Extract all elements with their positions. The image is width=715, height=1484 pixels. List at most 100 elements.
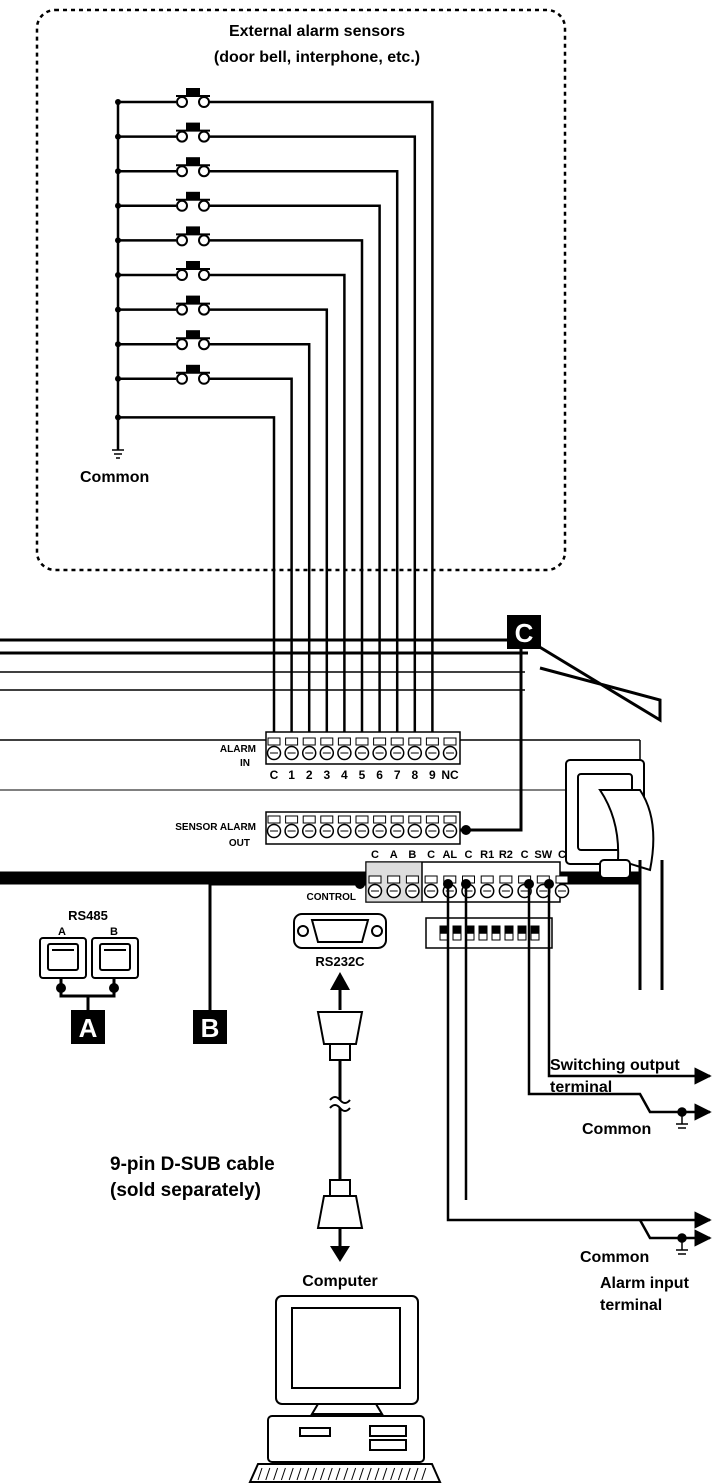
sensors-common-label: Common: [80, 469, 149, 486]
alarm-in-terminal-screw: [319, 737, 335, 761]
control-terminal-screw: [554, 875, 570, 899]
sensor-switch-icon: [115, 295, 210, 316]
rs232c-up-arrow: [330, 972, 350, 990]
sensor-alarm-out-label-line1: SENSOR ALARM: [175, 822, 256, 833]
control-terminal-block: [365, 861, 570, 903]
computer-label: Computer: [302, 1273, 378, 1290]
alarm-in-label-line1: ALARM: [220, 744, 256, 755]
sensor-out-terminal-screw: [337, 815, 352, 839]
sensor-alarm-out-terminal-block: [265, 811, 461, 845]
marker-c: [507, 615, 541, 649]
alarm-in-terminal-screw: [442, 737, 458, 761]
sensor-out-terminal-screw: [425, 815, 440, 839]
control-terminal-label: C: [371, 849, 379, 861]
alarm-in-terminal-label: 9: [429, 768, 436, 782]
switching-output-label-line1: Switching output: [550, 1057, 680, 1074]
control-terminal-screw: [423, 875, 439, 899]
alarm-in-terminal-label: 7: [394, 768, 401, 782]
rs485-port-b-label: B: [110, 926, 118, 938]
marker-c-label: C: [515, 618, 534, 648]
alarm-in-terminal-screw: [301, 737, 317, 761]
control-terminal-label: C: [558, 849, 566, 861]
sensor-out-terminal-screw: [354, 815, 370, 839]
control-terminal-screw: [367, 875, 383, 899]
sensor-out-terminal-screw: [284, 815, 299, 839]
d-sub-cable-icon: [316, 990, 364, 1246]
power-plug-icon: [565, 759, 664, 990]
sensor-wire: [209, 100, 434, 740]
control-terminal-label: C: [465, 849, 473, 861]
alarm-input-label-line2: terminal: [600, 1297, 662, 1314]
control-terminal-screw: [405, 875, 420, 899]
alarm-in-terminal-screw: [284, 737, 299, 761]
sensor-switch-icon: [115, 191, 210, 212]
control-terminal-label: C: [521, 849, 529, 861]
alarm-in-terminal-label: 5: [359, 768, 366, 782]
sensor-group-box: [35, 8, 567, 572]
control-output-wiring: [446, 884, 712, 1247]
sensor-alarm-out-label-line2: OUT: [229, 838, 250, 849]
rs485-port-b: [91, 937, 139, 979]
sensor-out-terminal-screw: [266, 815, 282, 839]
control-terminal-screw: [479, 875, 495, 899]
sensor-out-terminal-screw: [301, 815, 317, 839]
marker-a-label: A: [79, 1013, 98, 1043]
dip-switch-block: [425, 917, 553, 949]
sensor-wire: [209, 273, 346, 740]
control-terminal-screw: [498, 875, 514, 899]
control-terminal-label: R2: [499, 849, 513, 861]
alarm-common-ground-icon: [676, 1233, 688, 1255]
switching-common-ground-icon: [676, 1107, 688, 1129]
rs485-port-a-label: A: [58, 926, 66, 938]
sensor-out-terminal-screw: [389, 815, 405, 839]
sensor-switch-icon: [115, 157, 210, 178]
alarm-in-terminal-label: 6: [376, 768, 383, 782]
sensor-switch-icon: [115, 330, 210, 351]
alarm-in-terminal-label: C: [270, 768, 279, 782]
computer-icon: [248, 1295, 442, 1483]
sensor-switch-icon: [115, 88, 210, 108]
alarm-in-terminal-label: NC: [441, 768, 459, 782]
alarm-in-label-line2: IN: [240, 758, 250, 769]
sensor-wire: [209, 135, 417, 740]
alarm-in-terminal-screw: [407, 737, 423, 761]
alarm-in-terminal-screw: [425, 737, 440, 761]
sensor-wire: [209, 239, 364, 740]
alarm-in-terminal-screw: [266, 737, 282, 761]
computer-down-arrow: [330, 1246, 350, 1262]
switching-output-common-label: Common: [582, 1121, 651, 1138]
control-terminal-screw: [386, 875, 401, 899]
control-terminal-label: B: [408, 849, 416, 861]
alarm-in-terminal-label: 8: [411, 768, 418, 782]
sensor-switches: [115, 88, 210, 385]
alarm-input-label-line1: Alarm input: [600, 1275, 690, 1292]
alarm-in-terminal-screw: [337, 737, 352, 761]
rs232c-port-icon: [293, 913, 387, 949]
alarm-in-terminal-screw: [372, 737, 387, 761]
control-label: CONTROL: [307, 892, 356, 903]
sensor-wire: [209, 377, 293, 740]
switching-output-label-line2: terminal: [550, 1079, 612, 1096]
sensor-wires: [115, 100, 434, 740]
control-terminal-label: SW: [534, 849, 552, 861]
sensor-switch-icon: [115, 364, 210, 385]
sensor-switch-icon: [115, 226, 210, 247]
alarm-in-terminal-block: [265, 731, 461, 765]
control-terminal-label: AL: [442, 849, 457, 861]
alarm-in-terminal-label: 1: [288, 768, 295, 782]
marker-b: [193, 1010, 227, 1044]
cable-label-line1: 9-pin D-SUB cable: [110, 1154, 275, 1175]
alarm-in-terminal-screw: [389, 737, 405, 761]
sensor-wire: [209, 308, 329, 740]
cable-label-line2: (sold separately): [110, 1180, 261, 1201]
ground-icon: [112, 449, 124, 459]
rs485-label: RS485: [68, 908, 108, 923]
sensor-out-terminal-screw: [372, 815, 387, 839]
sensor-out-terminal-screw: [442, 815, 458, 839]
alarm-in-terminal-screw: [354, 737, 370, 761]
common-wire: [118, 416, 276, 740]
rs232c-label: RS232C: [315, 954, 365, 969]
alarm-in-terminal-label: 3: [323, 768, 330, 782]
alarm-input-common-label: Common: [580, 1249, 649, 1266]
